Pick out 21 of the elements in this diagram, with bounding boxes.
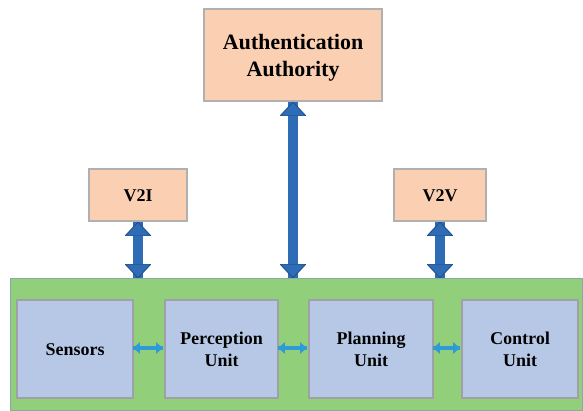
double-arrow	[133, 342, 163, 354]
box-label: Perception Unit	[179, 326, 264, 372]
double-arrow	[280, 102, 306, 278]
box-label: V2V	[422, 184, 458, 206]
process-box	[393, 168, 487, 222]
group-panel	[10, 278, 583, 411]
box-label: Control Unit	[489, 326, 551, 372]
box-label: V2I	[122, 184, 154, 206]
double-arrow	[426, 222, 454, 278]
process-box	[16, 299, 134, 399]
box-label: Authentication Authority	[222, 28, 364, 82]
box-label: Planning Unit	[335, 326, 407, 372]
process-box	[164, 299, 279, 399]
box-label: Sensors	[44, 338, 106, 360]
process-box	[88, 168, 188, 222]
double-arrow	[124, 222, 152, 278]
process-box	[308, 299, 434, 399]
double-arrow	[433, 342, 460, 354]
process-box	[203, 8, 383, 102]
process-box	[461, 299, 579, 399]
double-arrow	[278, 342, 307, 354]
